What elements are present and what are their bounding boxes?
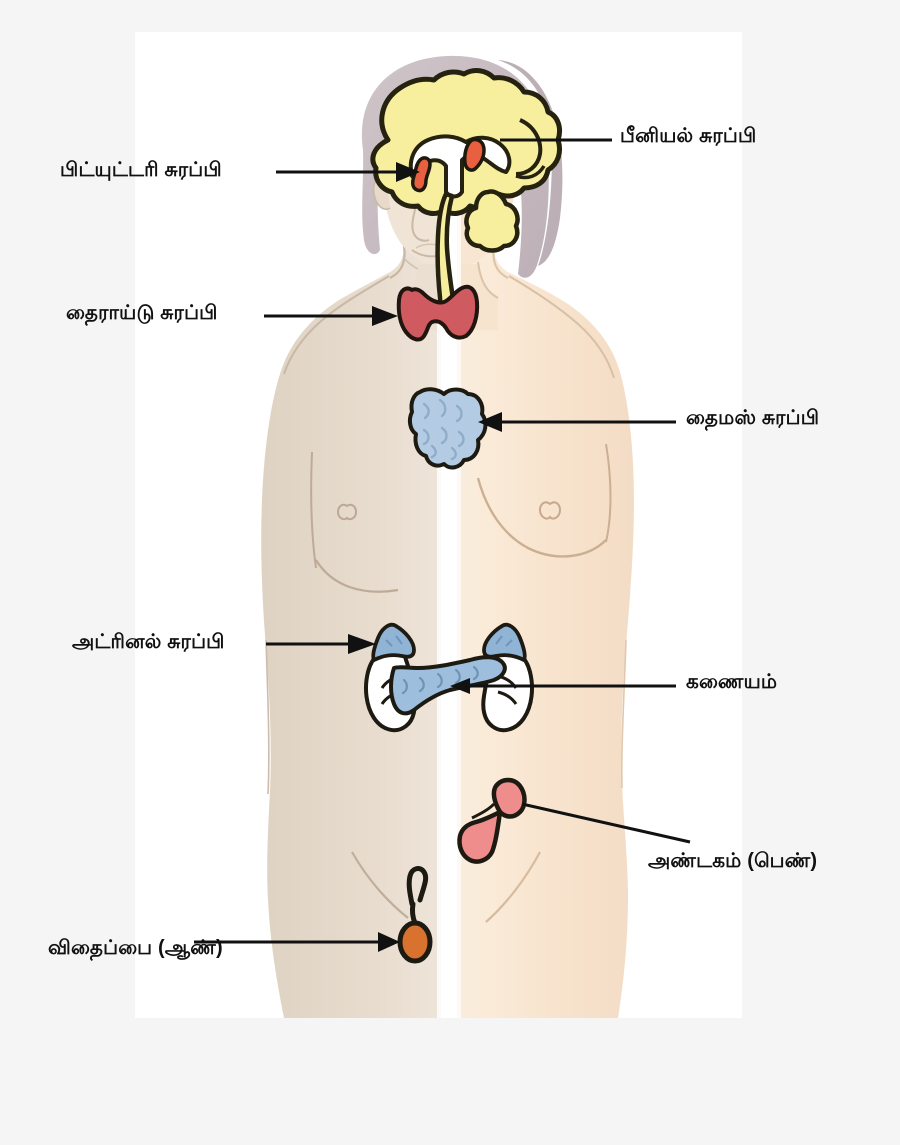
leader-pituitary bbox=[276, 162, 420, 182]
leader-lines-group bbox=[194, 138, 691, 952]
pineal-gland bbox=[463, 137, 486, 172]
pituitary-gland bbox=[411, 156, 432, 193]
male-body-half bbox=[261, 128, 443, 1018]
ovary-organ bbox=[457, 777, 527, 864]
thymus-gland bbox=[407, 387, 488, 470]
leader-adrenal bbox=[266, 634, 376, 654]
leader-thymus bbox=[478, 412, 676, 432]
center-divider-soft-left bbox=[437, 100, 441, 1018]
male-nipple bbox=[336, 503, 358, 521]
label-thyroid-gland: தைராய்டு சுரப்பி bbox=[66, 302, 218, 324]
center-divider-soft-right bbox=[457, 100, 461, 1018]
female-nipple bbox=[538, 501, 562, 520]
thyroid-gland bbox=[396, 284, 480, 342]
leader-pancreas bbox=[450, 678, 676, 694]
pancreas-organ bbox=[389, 655, 507, 716]
label-thymus-gland: தைமஸ் சுரப்பி bbox=[686, 407, 820, 429]
label-ovary: அண்டகம் (பெண்) bbox=[648, 850, 818, 872]
testis-organ bbox=[397, 866, 433, 964]
leader-testes bbox=[194, 932, 400, 952]
label-pancreas: கணையம் bbox=[686, 671, 778, 693]
label-pineal-gland: பீனியல் சுரப்பி bbox=[620, 125, 757, 147]
adrenal-gland-left bbox=[371, 622, 416, 662]
leader-thyroid bbox=[264, 306, 398, 326]
label-adrenal-gland: அட்ரினல் சுரப்பி bbox=[72, 631, 225, 653]
leader-ovary bbox=[521, 802, 691, 844]
adrenal-gland-right bbox=[482, 622, 527, 662]
label-testis: விதைப்பை (ஆண்) bbox=[48, 937, 223, 959]
label-pituitary-gland: பிட்யுட்டரி சுரப்பி bbox=[60, 159, 222, 181]
